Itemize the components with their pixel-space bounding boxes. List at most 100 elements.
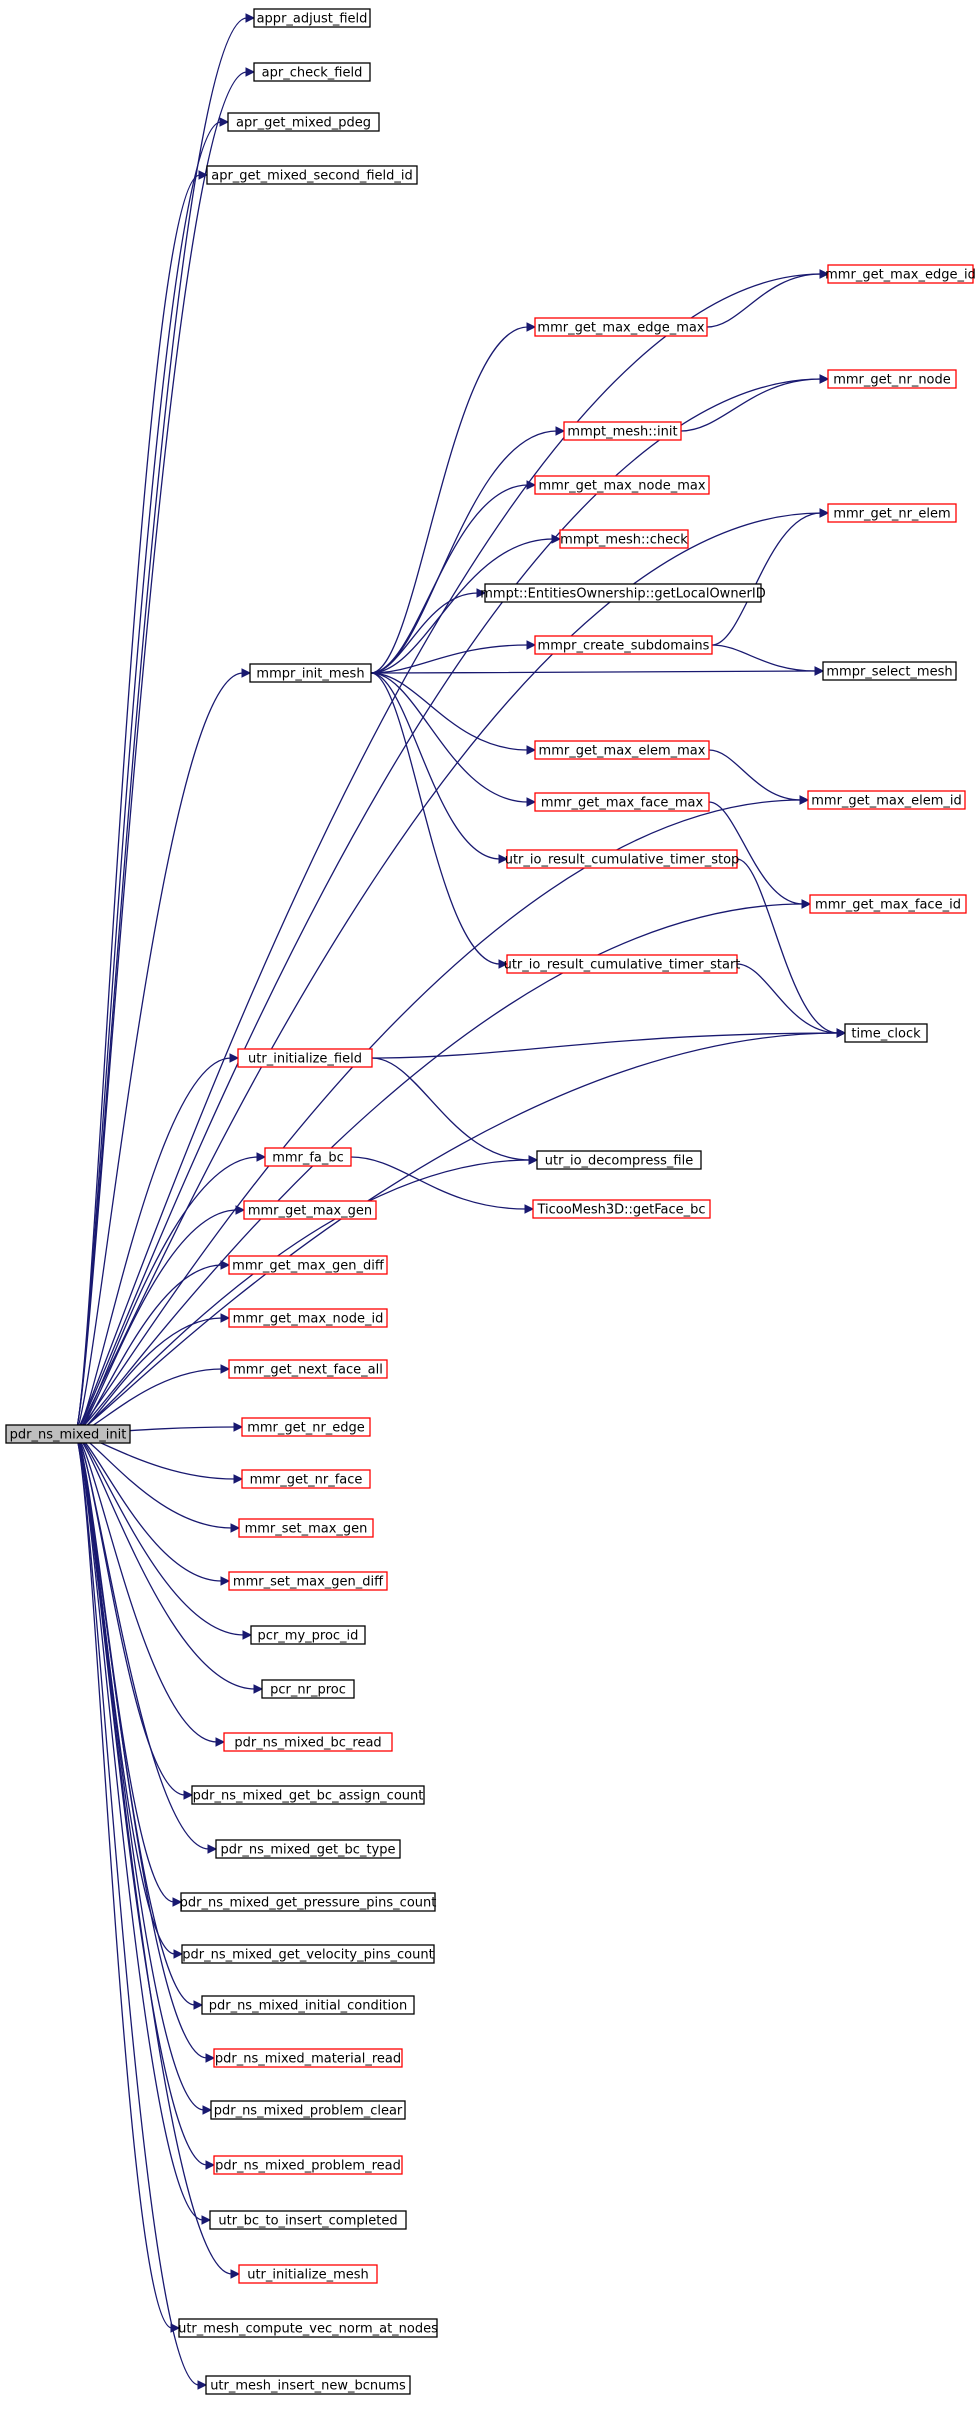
node-box[interactable] [213, 2048, 403, 2068]
node-apr-get-mixed-pdeg[interactable]: apr_get_mixed_pdeg [227, 112, 380, 132]
node-mmpt-entities[interactable]: mmpt::EntitiesOwnership::getLocalOwnerID [480, 583, 766, 603]
node-box[interactable] [506, 954, 738, 974]
node-box[interactable] [809, 894, 967, 914]
node-box[interactable] [827, 369, 957, 389]
node-box[interactable] [249, 663, 372, 683]
node-mmr-set-max-gen-diff[interactable]: mmr_set_max_gen_diff [228, 1571, 388, 1591]
node-mmr-get-max-elem-max[interactable]: mmr_get_max_elem_max [534, 740, 710, 760]
node-box[interactable] [227, 112, 380, 132]
node-pdr-ns-mixed-problem-read[interactable]: pdr_ns_mixed_problem_read [213, 2155, 403, 2175]
node-mmpr-select-mesh[interactable]: mmpr_select_mesh [822, 661, 957, 681]
node-box[interactable] [827, 264, 974, 284]
node-box[interactable] [484, 583, 762, 603]
node-utr-mesh-compute-vec-norm-at-nodes[interactable]: utr_mesh_compute_vec_norm_at_nodes [178, 2318, 438, 2338]
node-box[interactable] [237, 1048, 373, 1068]
node-box[interactable] [201, 1995, 415, 2015]
node-pdr-ns-mixed-material-read[interactable]: pdr_ns_mixed_material_read [213, 2048, 403, 2068]
node-utr-io-result-cumulative-timer-stop[interactable]: utr_io_result_cumulative_timer_stop [505, 849, 740, 869]
node-mmr-get-max-gen-diff[interactable]: mmr_get_max_gen_diff [228, 1255, 388, 1275]
node-utr-initialize-mesh[interactable]: utr_initialize_mesh [238, 2264, 378, 2284]
node-box[interactable] [261, 1679, 355, 1699]
node-box[interactable] [181, 1944, 435, 1964]
node-box[interactable] [209, 2210, 407, 2230]
node-pdr-ns-mixed-bc-read[interactable]: pdr_ns_mixed_bc_read [223, 1732, 393, 1752]
node-box[interactable] [534, 475, 710, 495]
node-box[interactable] [250, 1625, 366, 1645]
node-pcr-nr-proc[interactable]: pcr_nr_proc [261, 1679, 355, 1699]
node-box[interactable] [534, 740, 710, 760]
node-mmr-get-nr-elem[interactable]: mmr_get_nr_elem [827, 503, 957, 523]
node-pdr-ns-mixed-get-bc-assign-count[interactable]: pdr_ns_mixed_get_bc_assign_count [191, 1785, 425, 1805]
node-pdr-ns-mixed-get-bc-type[interactable]: pdr_ns_mixed_get_bc_type [215, 1839, 401, 1859]
node-box[interactable] [534, 792, 710, 812]
node-box[interactable] [253, 62, 371, 82]
node-pdr-ns-mixed-initial-condition[interactable]: pdr_ns_mixed_initial_condition [201, 1995, 415, 2015]
node-box[interactable] [210, 2100, 406, 2120]
node-mmpr-init-mesh[interactable]: mmpr_init_mesh [249, 663, 372, 683]
node-mmr-get-max-elem-id[interactable]: mmr_get_max_elem_id [807, 790, 966, 810]
node-box[interactable] [213, 2155, 403, 2175]
node-mmr-get-max-edge-id[interactable]: mmr_get_max_edge_id [825, 264, 976, 284]
node-mmr-get-max-gen[interactable]: mmr_get_max_gen [243, 1200, 377, 1220]
node-box[interactable] [827, 503, 957, 523]
node-mmr-get-max-face-id[interactable]: mmr_get_max_face_id [809, 894, 967, 914]
node-box[interactable] [206, 165, 418, 185]
node-box[interactable] [178, 2318, 438, 2338]
node-mmpt-mesh-init[interactable]: mmpt_mesh::init [563, 421, 682, 441]
node-utr-io-decompress-file[interactable]: utr_io_decompress_file [536, 1150, 702, 1170]
node-box[interactable] [228, 1308, 388, 1328]
node-mmr-get-nr-edge[interactable]: mmr_get_nr_edge [241, 1417, 371, 1437]
node-box[interactable] [215, 1839, 401, 1859]
node-box[interactable] [844, 1023, 928, 1043]
node-time-clock[interactable]: time_clock [844, 1023, 928, 1043]
node-box[interactable] [807, 790, 966, 810]
node-box[interactable] [180, 1892, 436, 1912]
node-utr-initialize-field[interactable]: utr_initialize_field [237, 1048, 373, 1068]
node-box[interactable] [241, 1469, 371, 1489]
node-mmr-fa-bc[interactable]: mmr_fa_bc [264, 1147, 352, 1167]
node-box[interactable] [223, 1732, 393, 1752]
node-apr-get-mixed-second-field-id[interactable]: apr_get_mixed_second_field_id [206, 165, 418, 185]
node-box[interactable] [253, 8, 371, 28]
node-mmr-get-max-edge-max[interactable]: mmr_get_max_edge_max [534, 317, 708, 337]
node-box[interactable] [534, 635, 713, 655]
node-pdr-ns-mixed-problem-clear[interactable]: pdr_ns_mixed_problem_clear [210, 2100, 406, 2120]
node-box[interactable] [563, 421, 682, 441]
node-mmr-get-nr-face[interactable]: mmr_get_nr_face [241, 1469, 371, 1489]
node-box[interactable] [228, 1255, 388, 1275]
node-box[interactable] [822, 661, 957, 681]
node-box[interactable] [191, 1785, 425, 1805]
node-box[interactable] [536, 1150, 702, 1170]
node-box[interactable] [238, 1518, 374, 1538]
node-mmpr-create-subdomains[interactable]: mmpr_create_subdomains [534, 635, 713, 655]
node-box[interactable] [228, 1359, 388, 1379]
node-box[interactable] [559, 529, 689, 549]
node-box[interactable] [241, 1417, 371, 1437]
node-box[interactable] [506, 849, 738, 869]
node-box[interactable] [238, 2264, 378, 2284]
node-pdr-ns-mixed-get-velocity-pins-count[interactable]: pdr_ns_mixed_get_velocity_pins_count [181, 1944, 435, 1964]
node-apr-check-field[interactable]: apr_check_field [253, 62, 371, 82]
node-mmpt-mesh-check[interactable]: mmpt_mesh::check [559, 529, 689, 549]
node-pcr-my-proc-id[interactable]: pcr_my_proc_id [250, 1625, 366, 1645]
node-ticoomesh3d-getface-bc[interactable]: TicooMesh3D::getFace_bc [532, 1199, 711, 1219]
node-box[interactable] [264, 1147, 352, 1167]
node-mmr-set-max-gen[interactable]: mmr_set_max_gen [238, 1518, 374, 1538]
node-appr-adjust-field[interactable]: appr_adjust_field [253, 8, 371, 28]
node-utr-mesh-insert-new-bcnums[interactable]: utr_mesh_insert_new_bcnums [205, 2375, 411, 2395]
node-box[interactable] [228, 1571, 388, 1591]
node-box[interactable] [205, 2375, 411, 2395]
node-mmr-get-max-face-max[interactable]: mmr_get_max_face_max [534, 792, 710, 812]
node-mmr-get-next-face-all[interactable]: mmr_get_next_face_all [228, 1359, 388, 1379]
node-mmr-get-nr-node[interactable]: mmr_get_nr_node [827, 369, 957, 389]
node-utr-bc-to-insert-completed[interactable]: utr_bc_to_insert_completed [209, 2210, 407, 2230]
node-box[interactable] [5, 1424, 131, 1444]
node-mmr-get-max-node-id[interactable]: mmr_get_max_node_id [228, 1308, 388, 1328]
node-pdr-ns-mixed-get-pressure-pins-count[interactable]: pdr_ns_mixed_get_pressure_pins_count [180, 1892, 437, 1912]
node-utr-io-result-cumulative-timer-start[interactable]: utr_io_result_cumulative_timer_start [504, 954, 741, 974]
node-pdr-ns-mixed-init[interactable]: pdr_ns_mixed_init [5, 1424, 131, 1444]
node-box[interactable] [534, 317, 708, 337]
node-box[interactable] [243, 1200, 377, 1220]
node-mmr-get-max-node-max[interactable]: mmr_get_max_node_max [534, 475, 710, 495]
node-box[interactable] [532, 1199, 711, 1219]
